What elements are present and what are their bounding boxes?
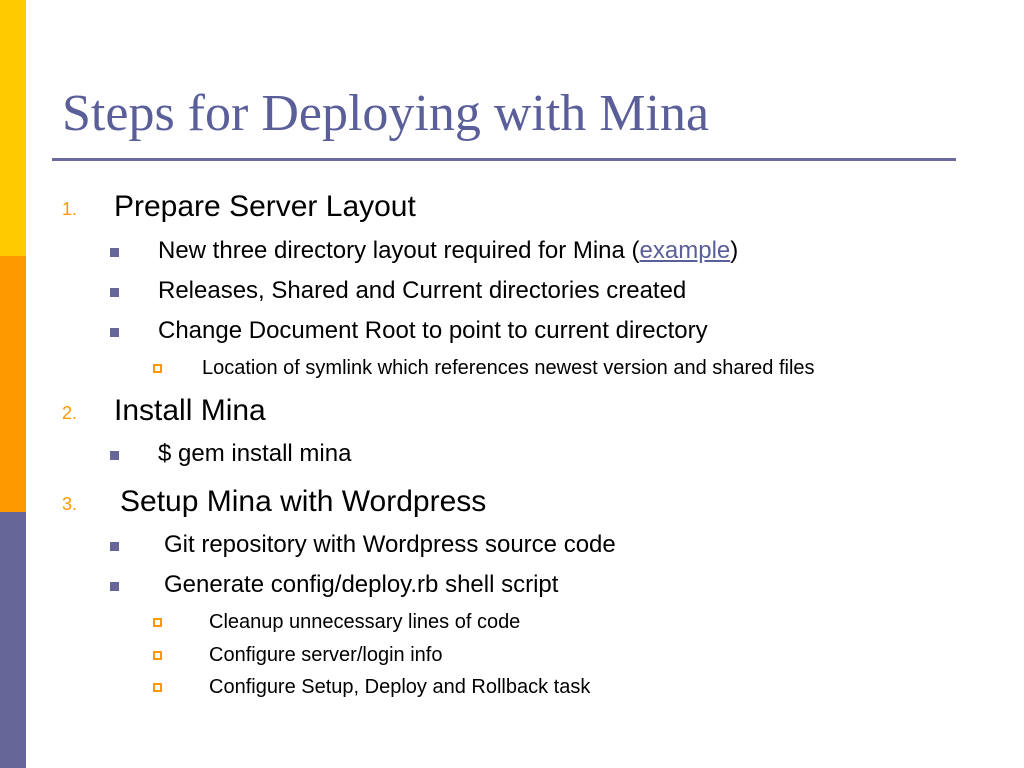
hollow-square-bullet-icon (153, 618, 162, 627)
bullet-text: Git repository with Wordpress source cod… (164, 531, 616, 558)
sub-bullet-text: Configure server/login info (209, 644, 443, 666)
square-bullet-icon (110, 288, 119, 297)
hollow-square-bullet-icon (153, 651, 162, 660)
sub-bullet-text: Configure Setup, Deploy and Rollback tas… (209, 676, 591, 698)
bullet-text: $ gem install mina (158, 440, 352, 467)
side-bar-yellow (0, 0, 26, 256)
hollow-square-bullet-icon (153, 364, 162, 373)
bullet-text: Releases, Shared and Current directories… (158, 277, 687, 304)
step-number: 3. (62, 494, 78, 514)
square-bullet-icon (110, 451, 119, 460)
step-label: Install Mina (114, 394, 266, 427)
sub-bullet-text: Cleanup unnecessary lines of code (209, 611, 521, 633)
square-bullet-icon (110, 582, 119, 591)
side-bar-purple (0, 512, 26, 768)
hollow-square-bullet-icon (153, 683, 162, 692)
step-number: 1. (62, 199, 78, 219)
bullet-text: Generate config/deploy.rb shell script (164, 571, 559, 598)
sub-bullet-text: Location of symlink which references new… (202, 357, 815, 379)
square-bullet-icon (110, 248, 119, 257)
side-bar-orange (0, 256, 26, 512)
step-label: Setup Mina with Wordpress (120, 485, 487, 518)
bullet-text: New three directory layout required for … (158, 237, 739, 264)
step-number: 2. (62, 403, 78, 423)
square-bullet-icon (110, 328, 119, 337)
slide-title: Steps for Deploying with Mina (62, 85, 710, 142)
square-bullet-icon (110, 542, 119, 551)
bullet-text: Change Document Root to point to current… (158, 317, 708, 344)
example-link[interactable]: example (639, 237, 731, 264)
step-label: Prepare Server Layout (114, 190, 416, 223)
title-divider (52, 158, 956, 161)
